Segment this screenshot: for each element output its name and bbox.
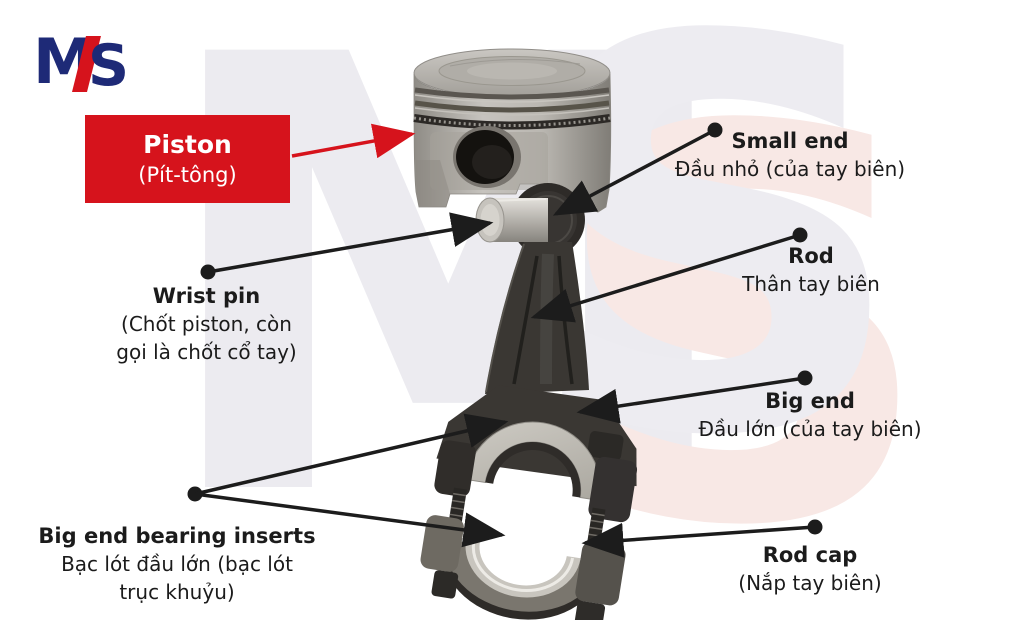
label-rod-title: Rod [788,244,834,268]
leader-line-bearing-inserts [187,413,509,548]
label-big-end-sub: Đầu lớn (của tay biên) [698,417,922,441]
label-small-end-sub: Đầu nhỏ (của tay biên) [674,157,906,181]
label-wrist-pin-sub1: (Chốt piston, còn [121,312,292,336]
label-rod-sub: Thân tay biên [742,272,880,296]
piston-red-arrow [291,123,416,159]
piston-callout-title: Piston [143,130,232,159]
label-rod-cap-sub: (Nắp tay biên) [738,571,882,595]
label-wrist-pin-title: Wrist pin [152,284,261,308]
piston-connecting-rod-photo [413,48,638,620]
label-small-end-title: Small end [731,129,849,153]
label-rod: Rod Thân tay biên [696,243,926,298]
rod-cap-part [420,515,626,620]
ms-logo: M S [33,26,143,104]
label-bearing-inserts-sub2: trục khuỷu) [119,580,235,604]
label-rod-cap: Rod cap (Nắp tay biên) [693,542,927,597]
label-bearing-inserts-sub1: Bạc lót đầu lớn (bạc lót [61,552,293,576]
leader-line-big-end [576,370,813,424]
label-big-end: Big end Đầu lớn (của tay biên) [678,388,942,443]
piston-part [413,48,612,213]
leader-line-wrist-pin [200,212,494,280]
leader-line-small-end [552,122,723,216]
label-big-end-title: Big end [765,389,855,413]
leader-line-rod [530,227,808,323]
piston-callout-box: Piston (Pít-tông) [85,115,290,203]
piston-callout-subtitle: (Pít-tông) [138,163,237,187]
label-bearing-inserts-title: Big end bearing inserts [38,524,316,548]
logo-s-letter: S [88,33,130,99]
label-small-end: Small end Đầu nhỏ (của tay biên) [645,128,935,183]
label-rod-cap-title: Rod cap [762,543,858,567]
label-wrist-pin-sub2: gọi là chốt cổ tay) [116,340,297,364]
label-wrist-pin: Wrist pin (Chốt piston, còn gọi là chốt … [84,283,329,366]
label-bearing-inserts: Big end bearing inserts Bạc lót đầu lớn … [34,523,320,606]
leader-line-rod-cap [581,519,823,558]
